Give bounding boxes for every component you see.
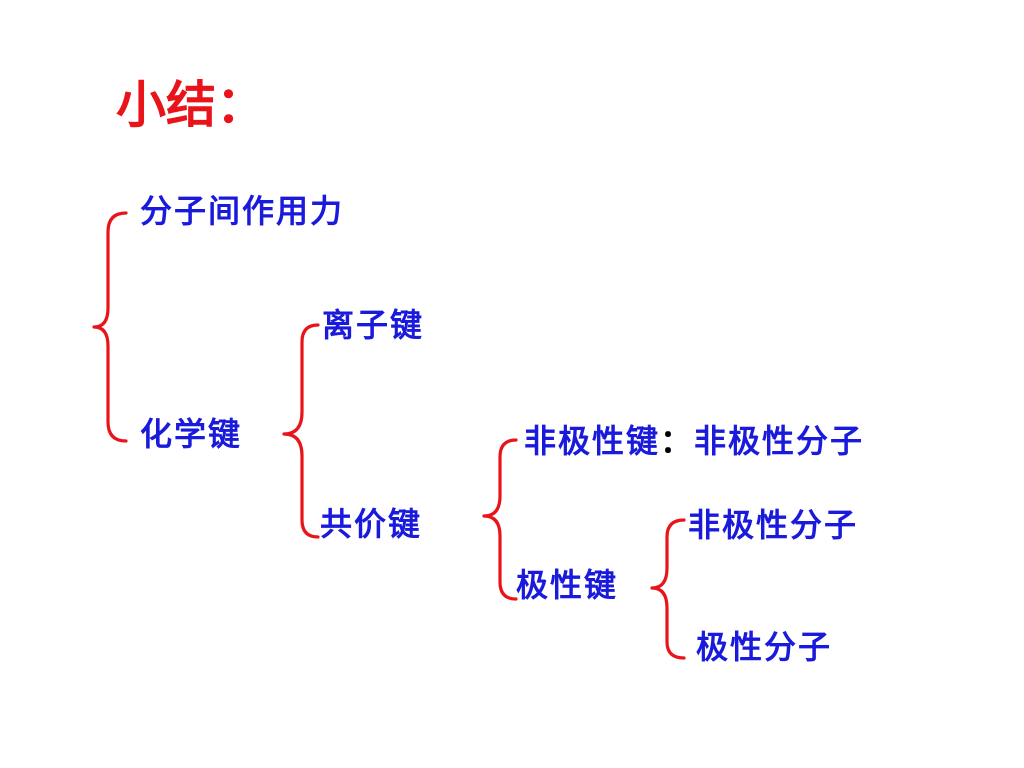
nonpolar-bond-result: 非极性分子: [694, 422, 865, 460]
node-covalent-bond: 共价键: [320, 505, 423, 543]
node-ionic-bond: 离子键: [322, 306, 425, 344]
node-chemical-bond: 化学键: [140, 415, 243, 453]
node-polar-bond: 极性键: [516, 566, 619, 604]
node-nonpolar-bond: 非极性键：非极性分子: [524, 425, 864, 457]
nonpolar-bond-separator: ：: [660, 422, 695, 460]
brace-level-2: [282, 323, 320, 539]
node-polar-molecule: 极性分子: [696, 628, 833, 666]
brace-level-4: [650, 518, 686, 660]
node-intermolecular-force: 分子间作用力: [140, 192, 345, 230]
page-title: 小结：: [116, 76, 266, 134]
brace-level-3: [482, 438, 518, 601]
nonpolar-bond-label: 非极性键: [524, 422, 661, 460]
node-polar-nonpolar-molecule: 非极性分子: [688, 506, 859, 544]
brace-level-1: [92, 211, 128, 443]
